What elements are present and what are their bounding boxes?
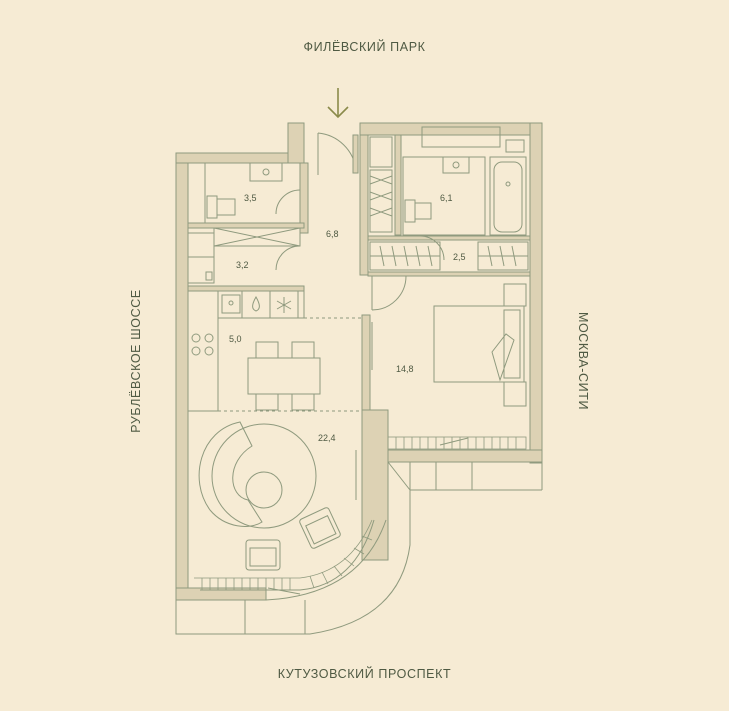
wardrobe-fixtures	[369, 241, 529, 271]
room-area-kitchen: 5,0	[229, 334, 242, 344]
radiator-bedroom	[387, 436, 527, 450]
bed	[433, 283, 527, 407]
kitchen-fixtures	[187, 290, 305, 412]
sliding-doors	[267, 322, 469, 595]
room-area-bath-large: 6,1	[440, 193, 453, 203]
arrow-down-icon	[327, 88, 349, 119]
water-drop-icon	[252, 295, 260, 312]
kitchen-zone-outline	[218, 317, 363, 412]
room-area-bedroom: 14,8	[396, 364, 414, 374]
door-bedroom	[371, 275, 407, 311]
laundry-fixtures	[187, 227, 301, 284]
room-area-wardrobe: 2,5	[453, 252, 466, 262]
dining-table	[247, 341, 321, 411]
radiator-living	[194, 519, 373, 590]
bay-wall	[175, 461, 543, 635]
walls	[175, 122, 543, 601]
entrance-door	[317, 132, 359, 175]
door-bath-large	[419, 235, 445, 261]
door-bath-small	[275, 189, 301, 215]
room-area-hall: 6,8	[326, 229, 339, 239]
street-label-bottom: КУТУЗОВСКИЙ ПРОСПЕКТ	[277, 667, 452, 681]
room-area-bath-small: 3,5	[244, 193, 257, 203]
room-area-living: 22,4	[318, 433, 336, 443]
street-label-top: ФИЛЁВСКИЙ ПАРК	[303, 40, 426, 54]
bath-large-fixtures	[369, 126, 527, 236]
bath-small-fixtures	[204, 162, 301, 224]
room-area-laundry: 3,2	[236, 260, 249, 270]
armchairs	[245, 507, 341, 571]
round-sofa	[198, 421, 317, 529]
snowflake-icon	[276, 297, 292, 313]
door-laundry	[275, 245, 301, 271]
